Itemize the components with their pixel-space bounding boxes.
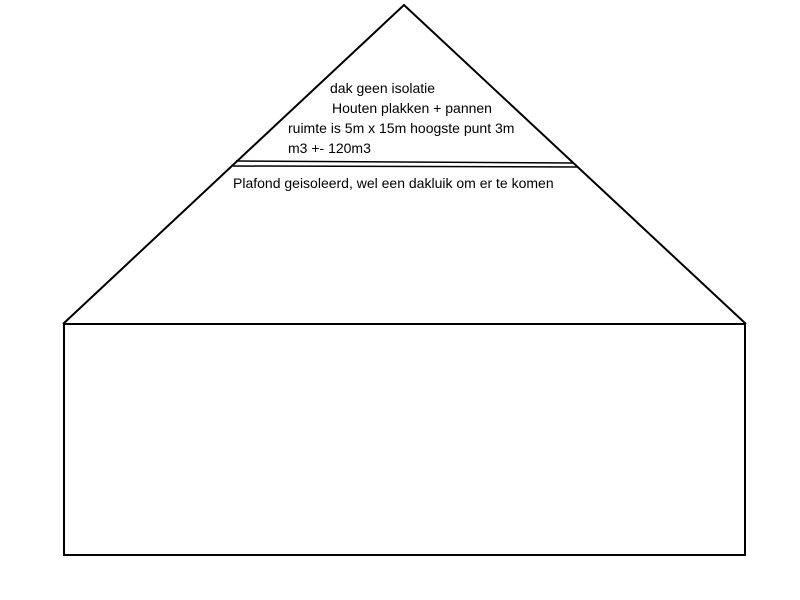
roof-note-insulation: dak geen isolatie: [330, 80, 436, 96]
roof-outline: [62, 3, 747, 325]
ceiling-line-bottom: [232, 165, 579, 168]
house-body: [63, 323, 746, 556]
ceiling-note: Plafond geisoleerd, wel een dakluik om e…: [233, 175, 554, 191]
ceiling-line-top: [235, 160, 575, 164]
roof-note-dimensions: ruimte is 5m x 15m hoogste punt 3m: [288, 120, 515, 136]
roof-note-material: Houten plakken + pannen: [332, 100, 492, 116]
roof-note-volume: m3 +- 120m3: [288, 140, 371, 156]
